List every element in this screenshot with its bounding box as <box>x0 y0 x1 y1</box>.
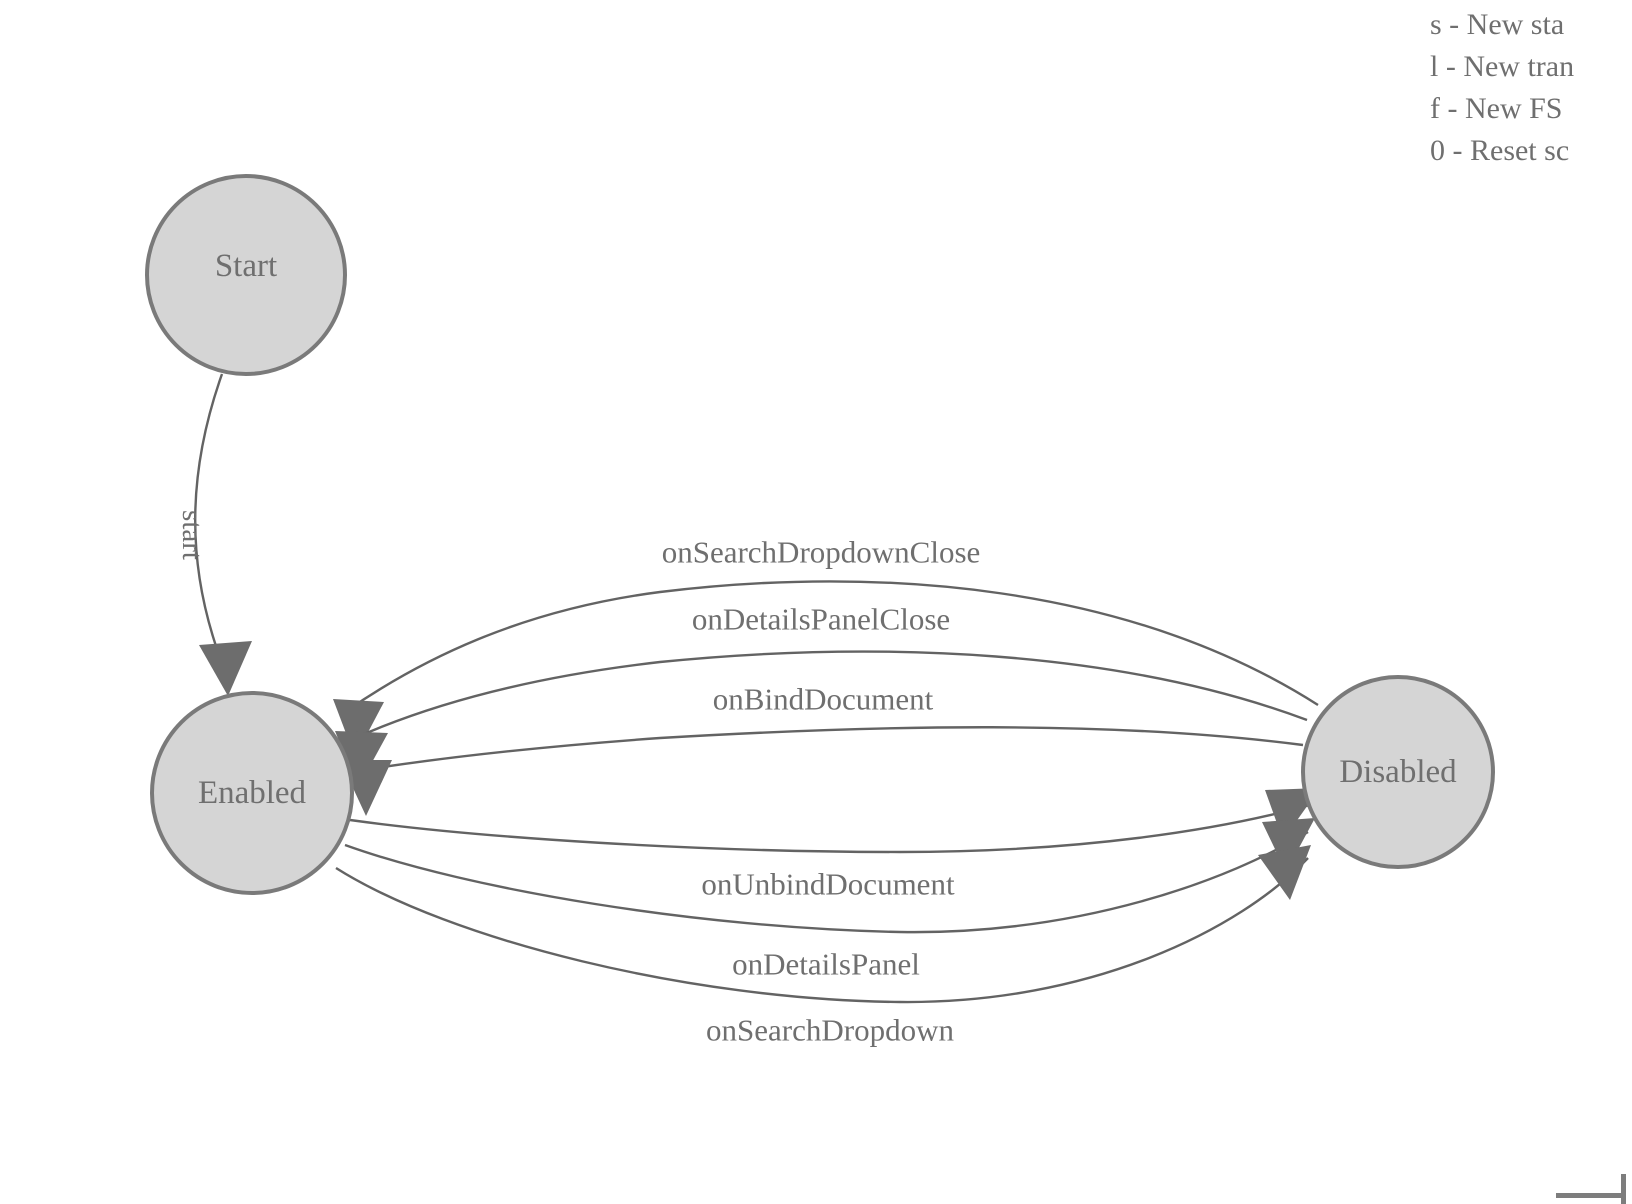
edge-on-details-panel-path <box>344 830 1309 934</box>
edge-on-bind-document-path <box>349 726 1304 774</box>
state-node-enabled-circle[interactable] <box>150 691 354 895</box>
edge-on-search-dropdown-close-arrowhead <box>333 699 384 757</box>
edge-on-bind-document[interactable] <box>340 726 1304 816</box>
edge-label-on-details-panel: onDetailsPanel <box>732 947 920 982</box>
edge-on-unbind-document[interactable] <box>349 788 1320 854</box>
edge-on-details-panel-close-path <box>345 650 1308 744</box>
edge-on-search-dropdown-close-path <box>344 580 1319 713</box>
edge-on-details-panel-close[interactable] <box>335 650 1308 788</box>
edge-start-path <box>194 373 224 653</box>
state-node-disabled-label: Disabled <box>1339 754 1457 790</box>
edge-on-search-dropdown-close[interactable] <box>333 580 1319 757</box>
edge-start[interactable] <box>194 373 252 696</box>
edge-label-start: start <box>176 510 208 560</box>
edge-on-details-panel-close-arrowhead <box>335 731 388 788</box>
state-node-start-label: Start <box>215 248 277 284</box>
resize-corner-vertical-bar <box>1621 1174 1626 1204</box>
state-node-disabled-circle[interactable] <box>1301 675 1495 869</box>
resize-corner-handle[interactable] <box>1556 1168 1632 1204</box>
state-node-enabled-label: Enabled <box>198 775 307 811</box>
state-node-enabled[interactable]: Enabled <box>150 691 354 895</box>
edge-on-details-panel-arrowhead <box>1262 818 1315 872</box>
edge-on-details-panel[interactable] <box>344 818 1315 934</box>
edge-label-on-search-dropdown: onSearchDropdown <box>706 1013 954 1048</box>
edge-label-on-unbind-document: onUnbindDocument <box>701 867 955 902</box>
state-node-start[interactable]: Start <box>145 174 347 376</box>
edge-label-on-search-dropdown-close: onSearchDropdownClose <box>662 535 981 570</box>
state-node-disabled[interactable]: Disabled <box>1301 675 1495 869</box>
edge-start-arrowhead <box>199 641 252 696</box>
edge-on-bind-document-arrowhead <box>340 760 392 816</box>
edge-on-search-dropdown-arrowhead <box>1258 845 1311 900</box>
edge-on-unbind-document-path <box>349 803 1311 854</box>
resize-corner-horizontal-bar <box>1556 1193 1626 1198</box>
edge-label-on-bind-document: onBindDocument <box>713 682 934 717</box>
edge-on-search-dropdown-path <box>335 857 1309 1004</box>
edge-on-search-dropdown[interactable] <box>335 845 1311 1004</box>
edge-label-on-details-panel-close: onDetailsPanelClose <box>692 602 950 637</box>
state-node-start-circle[interactable] <box>145 174 347 376</box>
